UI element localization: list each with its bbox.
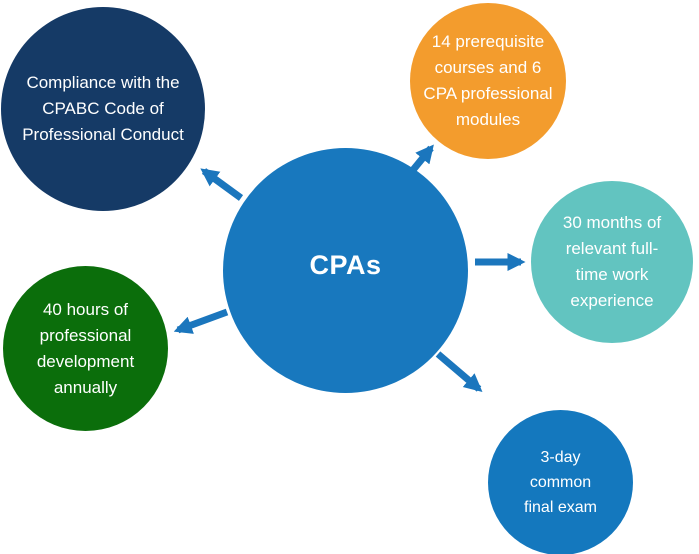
node-final-exam: 3-day common final exam [488,410,633,554]
arrow-to-professional-development [173,308,229,334]
node-prerequisite-courses-label: 14 prerequisite courses and 6 CPA profes… [423,32,553,129]
node-work-experience-label: 30 months of relevant full-time work exp… [562,213,662,310]
node-professional-development: 40 hours of professional development ann… [3,266,168,431]
arrow-to-code-of-conduct [200,168,244,201]
node-professional-development-label: 40 hours of professional development ann… [36,299,135,397]
node-cpas-hub: CPAs [223,148,468,393]
arrow-to-final-exam [435,351,483,392]
node-cpas-hub-label: CPAs [309,250,382,280]
node-final-exam-label: 3-day common final exam [524,449,597,516]
node-prerequisite-courses: 14 prerequisite courses and 6 CPA profes… [410,3,566,159]
node-code-of-conduct: Compliance with the CPABC Code of Profes… [1,7,205,211]
arrow-to-prerequisite-courses [410,144,434,173]
node-work-experience: 30 months of relevant full-time work exp… [531,181,693,343]
node-code-of-conduct-label: Compliance with the CPABC Code of Profes… [22,73,184,144]
